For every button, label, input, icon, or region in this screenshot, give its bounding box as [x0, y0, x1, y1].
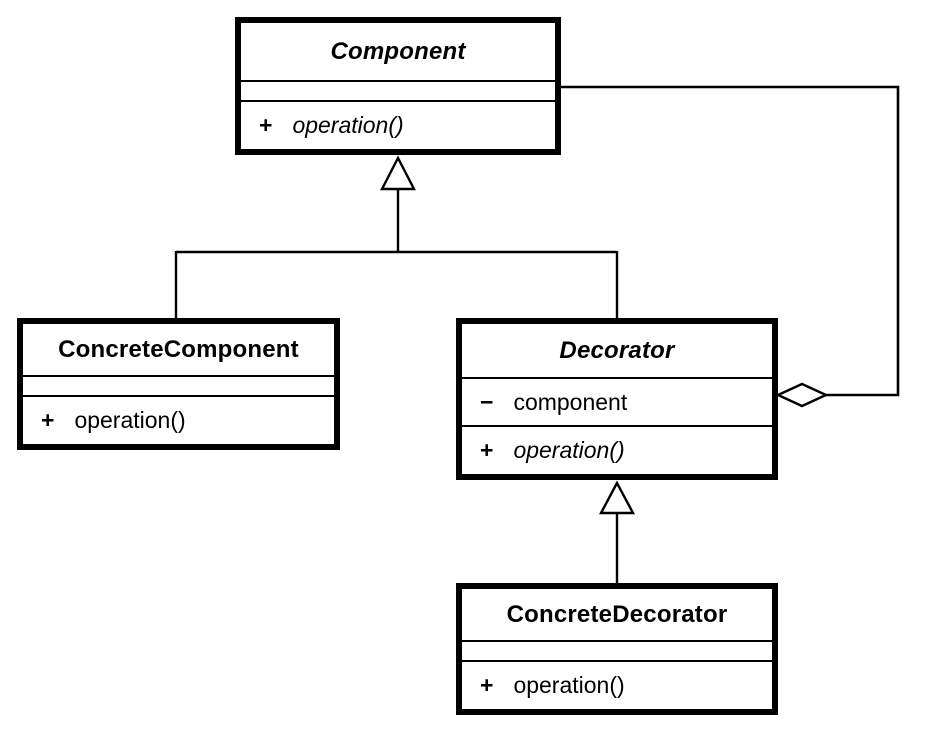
operation-label: operation() [513, 672, 625, 698]
attributes-section-empty [462, 640, 772, 660]
class-box-component: Component + operation() [235, 17, 561, 155]
aggregation-diamond-icon [775, 382, 829, 408]
class-box-concrete-component: ConcreteComponent + operation() [17, 318, 340, 450]
class-box-concrete-decorator: ConcreteDecorator + operation() [456, 583, 778, 715]
visibility-symbol: + [259, 112, 273, 138]
class-name-decorator: Decorator [559, 336, 675, 364]
attributes-section-empty [241, 80, 555, 100]
operation-label: operation() [513, 437, 625, 463]
operations-section: + operation() [462, 660, 772, 709]
class-box-decorator: Decorator − component + operation() [456, 318, 778, 480]
generalization-triangle-icon [599, 480, 635, 515]
operation-label: operation() [292, 112, 404, 138]
visibility-symbol: + [480, 437, 494, 463]
operations-section: + operation() [23, 395, 334, 444]
visibility-symbol: + [480, 672, 494, 698]
class-name-concrete-component: ConcreteComponent [58, 335, 299, 363]
attributes-section: − component [462, 377, 772, 425]
operations-section: + operation() [462, 425, 772, 474]
operations-section: + operation() [241, 100, 555, 149]
visibility-symbol: − [480, 388, 494, 415]
attribute-label: component [513, 388, 628, 415]
operation-label: operation() [74, 407, 186, 433]
attributes-section-empty [23, 375, 334, 395]
generalization-tree [174, 189, 619, 318]
generalization-triangle-icon [380, 155, 416, 191]
class-name-component: Component [330, 37, 466, 65]
aggregation-line [560, 85, 900, 397]
class-name-concrete-decorator: ConcreteDecorator [506, 600, 728, 628]
visibility-symbol: + [41, 407, 55, 433]
